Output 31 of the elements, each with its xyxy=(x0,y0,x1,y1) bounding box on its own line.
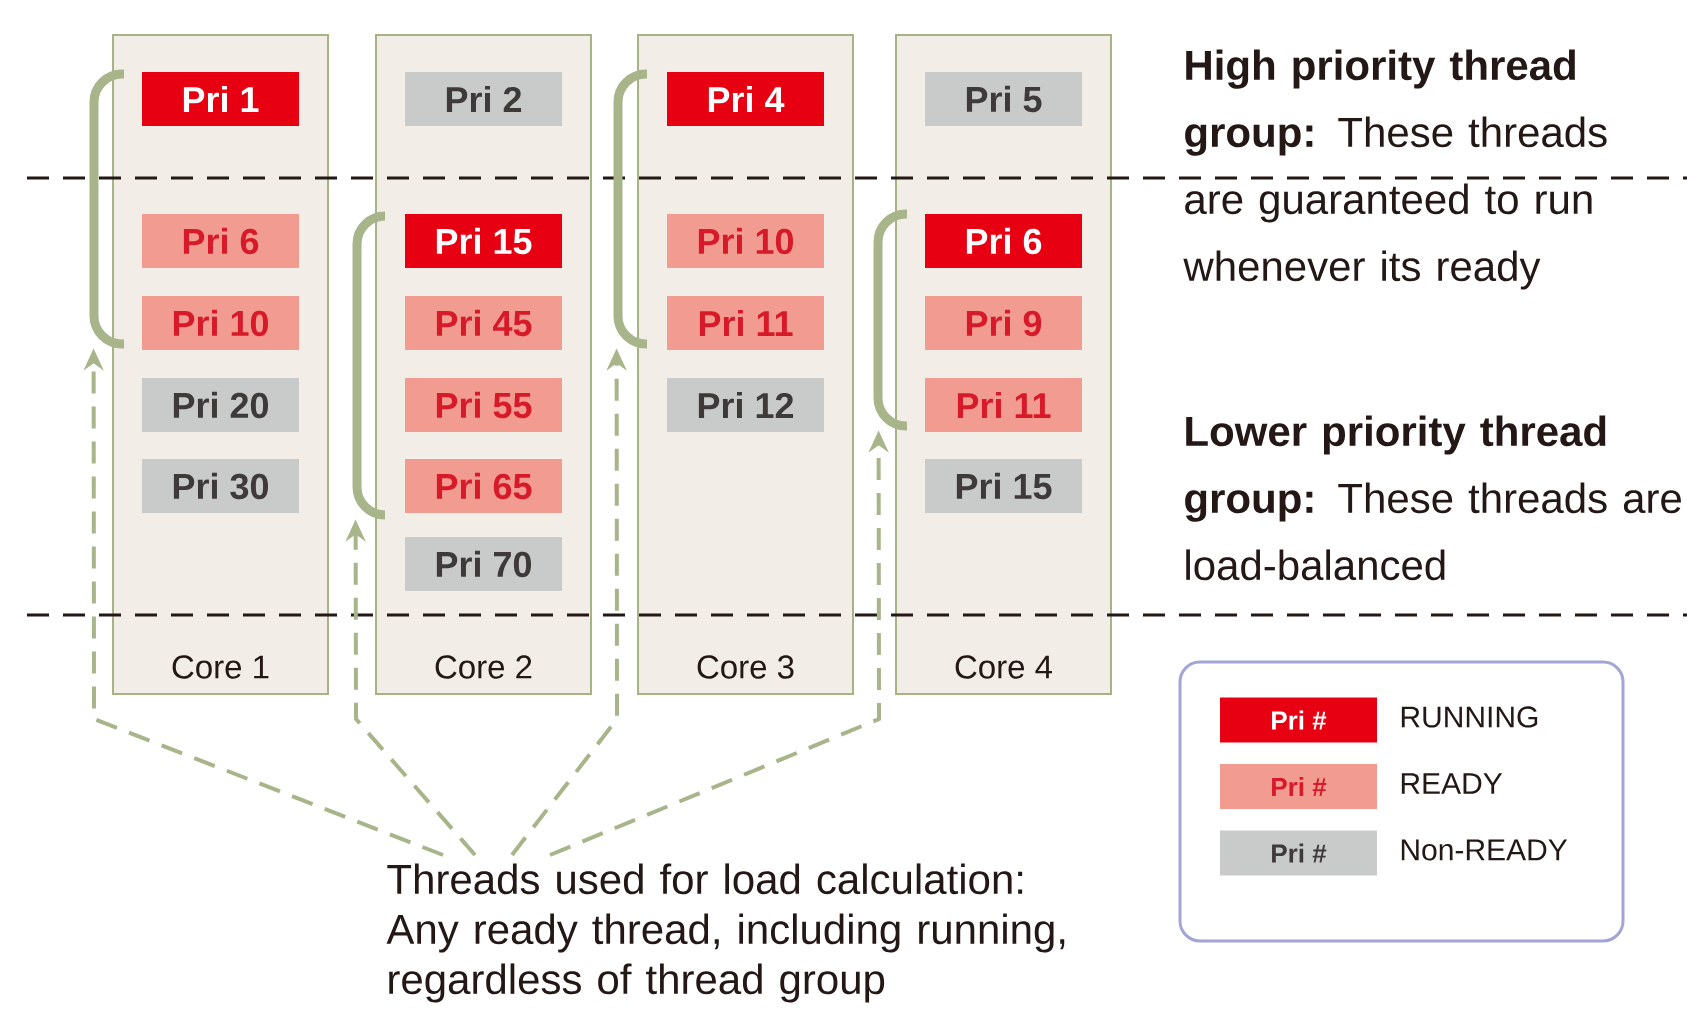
priority-box: Pri 5 xyxy=(925,72,1082,126)
priority-box: Pri 45 xyxy=(405,296,562,350)
priority-box: Pri 1 xyxy=(142,72,299,126)
priority-box: Pri 9 xyxy=(925,296,1082,350)
priority-box: Pri 10 xyxy=(142,296,299,350)
priority-box: Pri 11 xyxy=(667,296,824,350)
priority-box: Pri 15 xyxy=(405,214,562,268)
priority-box: Pri 70 xyxy=(405,537,562,591)
priority-box: Pri 6 xyxy=(925,214,1082,268)
legend-label: Non-READY xyxy=(1401,839,1568,861)
bracket xyxy=(89,69,127,349)
priority-box: Pri 55 xyxy=(405,378,562,432)
priority-box: Pri 20 xyxy=(142,378,299,432)
description-text: Lower priority thread group: These threads are load-balanced xyxy=(1185,415,1681,581)
legend-label: READY xyxy=(1401,773,1503,794)
priority-box: Pri 4 xyxy=(667,72,824,126)
description-text: High priority thread group: These threads are guaranteed to run whenever its ready xyxy=(1183,49,1607,290)
priority-box: Pri 15 xyxy=(925,459,1082,513)
priority-box: Pri 6 xyxy=(142,214,299,268)
bracket xyxy=(352,211,386,520)
priority-box: Pri 65 xyxy=(405,459,562,513)
priority-box: Pri 10 xyxy=(667,214,824,268)
legend-label: RUNNING xyxy=(1401,706,1538,728)
swatch-label: Pri # xyxy=(1272,777,1327,796)
swatch-label: Pri # xyxy=(1272,710,1327,730)
swatch-label: Pri # xyxy=(1272,843,1327,863)
priority-box: Pri 2 xyxy=(405,72,562,126)
priority-box: Pri 12 xyxy=(667,378,824,432)
note-text: Threads used for load calculation: Any ready thread, including running, regardless of thread group xyxy=(386,863,1065,1003)
priority-box: Pri 30 xyxy=(142,459,299,513)
priority-box: Pri 11 xyxy=(925,378,1082,432)
